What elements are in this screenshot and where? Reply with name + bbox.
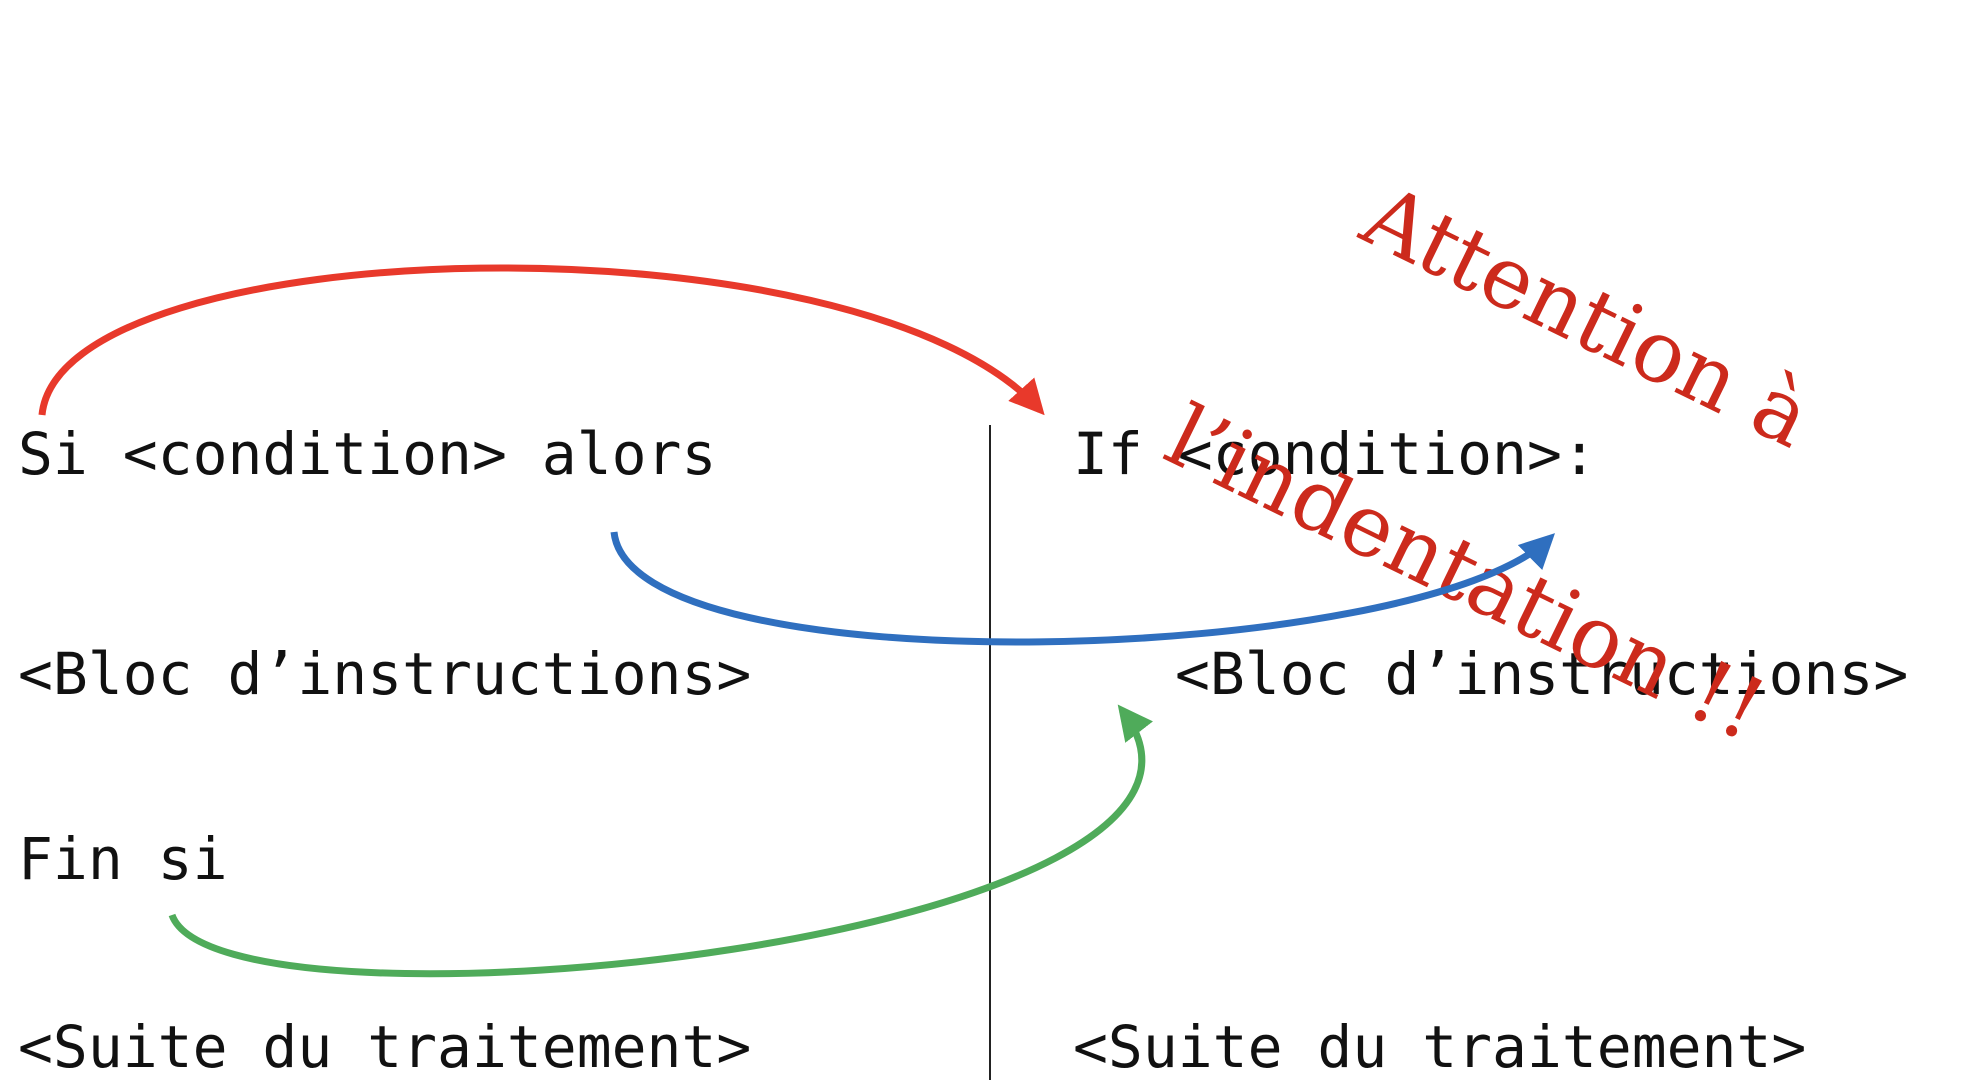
green-arrow	[168, 704, 1153, 978]
pseudocode-continue-line: <Suite du traitement>	[18, 1013, 752, 1081]
python-continue-line: <Suite du traitement>	[1073, 1013, 1807, 1081]
pseudocode-endif-line: Fin si	[18, 825, 228, 893]
pseudocode-if-line: Si <condition> alors	[18, 420, 717, 488]
blue-arrow	[610, 531, 1556, 646]
python-block-line: <Bloc d’instructions>	[1175, 640, 1909, 708]
python-if-line: If <condition>:	[1073, 420, 1597, 488]
pseudocode-block-line: <Bloc d’instructions>	[18, 640, 752, 708]
red-arrow	[38, 264, 1045, 416]
